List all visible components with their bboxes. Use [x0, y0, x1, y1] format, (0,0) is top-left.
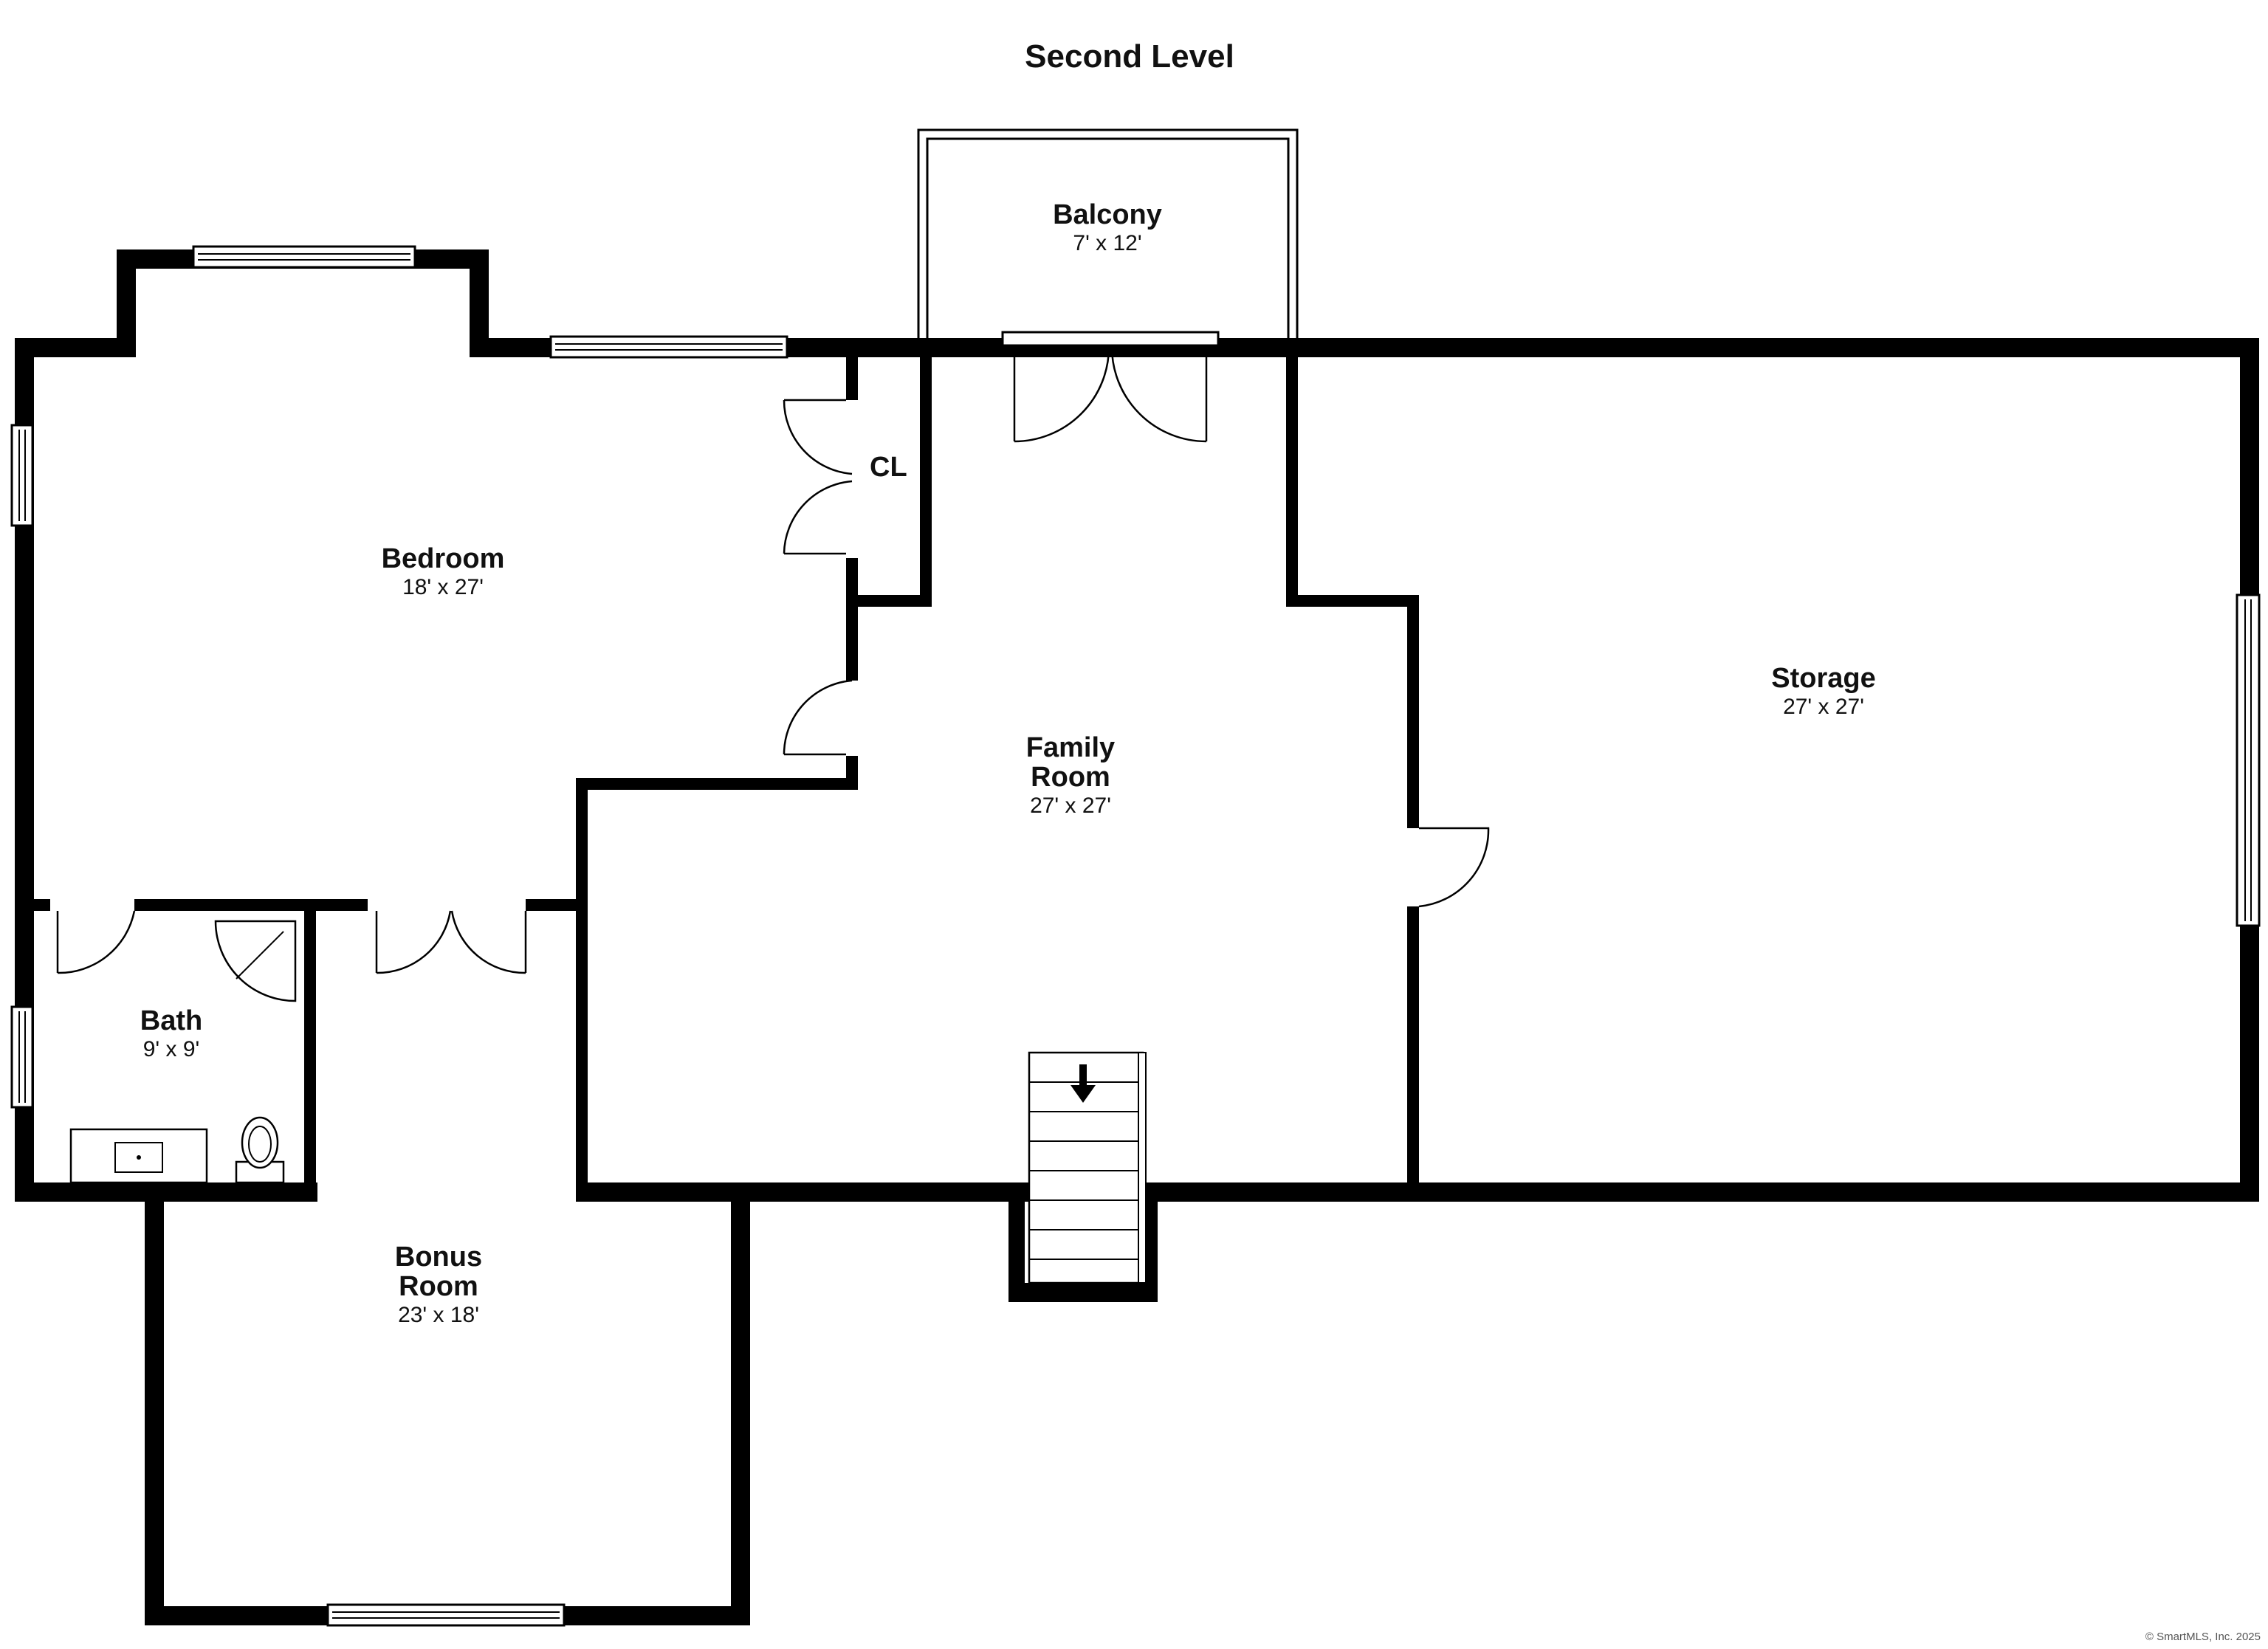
room-dims: 23' x 18' [398, 1302, 479, 1327]
arrow-down-icon [1071, 1064, 1096, 1103]
door-closet [783, 399, 853, 555]
copyright-notice: © SmartMLS, Inc. 2025 [2145, 1631, 2261, 1643]
room-name-line2: Room [399, 1270, 478, 1302]
room-label-bath: Bath 9' x 9' [61, 1005, 282, 1061]
room-name-line1: Bonus [394, 1242, 483, 1273]
door-bath [56, 910, 136, 974]
room-dims: 9' x 9' [142, 1036, 200, 1061]
walls [15, 249, 2259, 1625]
window-bedroom-left [10, 424, 34, 527]
doors [56, 346, 1490, 974]
window-bedroom-top2 [549, 335, 788, 359]
room-name: Storage [1771, 663, 1876, 694]
stairs [1028, 1051, 1147, 1284]
balcony-railing [917, 128, 1299, 345]
room-label-bedroom: Bedroom 18' x 27' [295, 543, 591, 599]
page-title: Second Level [1025, 38, 1234, 75]
window-bonus-bottom [326, 1603, 566, 1627]
room-label-bonus-room: Bonus Room 23' x 18' [291, 1242, 586, 1327]
room-label-family-room: Family Room 27' x 27' [923, 732, 1218, 818]
window-bath-left [10, 1005, 34, 1109]
room-name: Balcony [1053, 199, 1162, 230]
windows [10, 245, 2261, 1627]
room-label-storage: Storage 27' x 27' [1676, 664, 1971, 718]
door-bedroom-family [783, 679, 853, 756]
door-bonus [375, 910, 527, 974]
window-storage-right [2236, 593, 2261, 927]
room-name: Bath [140, 1005, 203, 1036]
room-label-closet: CL [870, 452, 907, 483]
door-balcony [1013, 346, 1208, 443]
room-dims: 27' x 27' [1030, 793, 1111, 818]
room-name-line1: Family [1025, 732, 1116, 763]
window-bedroom-top [192, 245, 416, 269]
room-name-line2: Room [1031, 761, 1110, 793]
door-family-storage [1418, 827, 1490, 908]
room-dims: 18' x 27' [402, 574, 484, 599]
sink-icon [69, 1128, 208, 1184]
room-label-balcony: Balcony 7' x 12' [960, 199, 1255, 255]
room-dims: 27' x 27' [1783, 694, 1864, 719]
toilet-icon [235, 1116, 285, 1184]
room-name: Bedroom [381, 543, 505, 574]
window-balcony-door-frame [1001, 331, 1220, 347]
shower-icon [214, 920, 297, 1002]
room-dims: 7' x 12' [1073, 230, 1142, 255]
